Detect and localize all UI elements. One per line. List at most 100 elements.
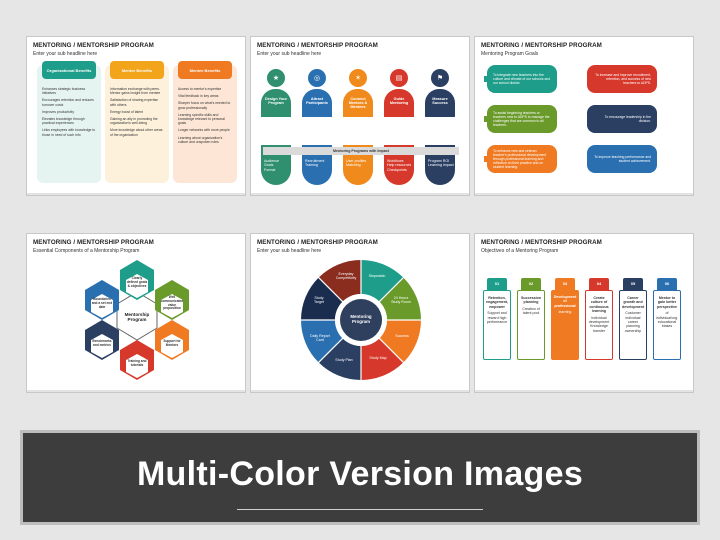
slide-footer-bar (475, 193, 693, 195)
objective-column: 01 Retention, engagement, empower Suppor… (483, 278, 511, 360)
ring-label: 24 Hours Study Room (391, 296, 411, 305)
slide-footer-bar (475, 390, 693, 392)
hexagon-center-label: Mentorship Program (124, 312, 150, 323)
slide-title: MENTORING / MENTORSHIP PROGRAM (257, 239, 378, 246)
objective-box: Create culture of continuous learning In… (585, 290, 613, 360)
slide-footer-bar (251, 390, 469, 392)
hexagon-label: Support for Mentors (163, 339, 181, 347)
slide-thumbnail-1[interactable]: MENTORING / MENTORSHIP PROGRAM Enter you… (26, 36, 246, 196)
slide-subtitle: Enter your sub headline here (33, 51, 98, 57)
list-item: Information exchange with peers. Mentor … (110, 87, 161, 96)
program-node: ⚑ Measure Success (425, 69, 455, 117)
list-item: Encourages retention and reduces turnove… (42, 98, 94, 107)
slide-thumbnail-6[interactable]: MENTORING / MENTORSHIP PROGRAM Objective… (474, 233, 694, 393)
slide-thumbnail-3[interactable]: MENTORING / MENTORSHIP PROGRAM Mentoring… (474, 36, 694, 196)
objective-box: Development of professional learning (551, 290, 579, 360)
slide-subtitle: Essential Components of a Mentorship Pro… (33, 248, 140, 254)
list-item: Satisfaction of sharing expertise with o… (110, 98, 159, 107)
ring-label: Everyday Competitivity (335, 272, 357, 281)
slide-thumbnail-2[interactable]: MENTORING / MENTORSHIP PROGRAM Enter you… (250, 36, 470, 196)
hexagon-label: Well communicated value proposition (160, 295, 184, 311)
node-label: Guide Mentoring (384, 89, 414, 117)
bullet-square (484, 76, 490, 82)
ring-diagram (301, 260, 421, 380)
benefit-list: Enhances strategic business initiatives … (42, 87, 96, 177)
hexagon-inner (91, 334, 113, 358)
slide-subtitle: Mentoring Program Goals (481, 51, 539, 57)
ring-label: Stopwatch (368, 274, 386, 278)
slide-subtitle: Objectives of a Mentoring Program (481, 248, 559, 254)
ring-label: Daily Report Card (310, 334, 330, 343)
hexagon-diagram (85, 260, 189, 380)
objective-number: 03 (555, 278, 575, 290)
objective-column: 06 Mentor to gain better perspective of … (653, 278, 681, 360)
bullet-square (484, 156, 490, 162)
goal-card: To increase and improve recruitment, ret… (587, 65, 657, 93)
list-item: Energy boost of talent (110, 109, 143, 114)
benefit-list: Access to mentor's expertise Vital feedb… (178, 87, 232, 177)
list-item: Sharper focus on what's needed to grow p… (178, 101, 231, 110)
hexagon-label: Clearly defined goals & objectives (126, 276, 148, 288)
objective-box: Retention, engagement, empower Support a… (483, 290, 511, 360)
list-item: Gaining an ally in promoting the organiz… (110, 117, 158, 126)
slide-title: MENTORING / MENTORSHIP PROGRAM (33, 239, 154, 246)
objective-column: 03 Development of professional learning (551, 278, 579, 360)
list-item: Elevates knowledge through practical exp… (42, 117, 85, 126)
slide-title: MENTORING / MENTORSHIP PROGRAM (257, 42, 378, 49)
objective-column: 02 Succession planning Creation of talen… (517, 278, 545, 360)
hexagon-label: Boundaries and a set end date (91, 297, 113, 309)
list-item: Access to mentor's expertise (178, 87, 222, 91)
goal-card: To enhance new and veteran teacher's pro… (487, 145, 557, 173)
objective-number: 01 (487, 278, 507, 290)
hexagon-inner (161, 294, 183, 318)
network-icon: ✶ (349, 69, 367, 87)
objective-number: 04 (589, 278, 609, 290)
list-item: Links employees with knowledge to those … (42, 128, 96, 137)
goal-card: To integrate new teachers into the cultu… (487, 65, 557, 93)
banner-title: Multi-Color Version Images (136, 455, 584, 493)
objective-number: 02 (521, 278, 541, 290)
hexagon-inner (91, 294, 113, 318)
hexagon-inner (126, 354, 148, 378)
ring-center (340, 299, 382, 341)
list-item: Longer networks with more people (178, 128, 230, 133)
program-node: ✶ Connect Mentors & Mentees (343, 69, 373, 117)
hexagon-inner (161, 334, 183, 358)
book-icon: ▤ (390, 69, 408, 87)
goal-card: To assist beginning teachers or teachers… (487, 105, 557, 133)
ring-label: Study Plan (335, 358, 353, 362)
objective-column: 05 Career growth and development Custome… (619, 278, 647, 360)
slide-footer-bar (27, 390, 245, 392)
bullet-square (484, 116, 490, 122)
flag-icon: ⚑ (431, 69, 449, 87)
node-label: Design Your Program (261, 89, 291, 117)
slide-thumbnail-4[interactable]: MENTORING / MENTORSHIP PROGRAM Essential… (26, 233, 246, 393)
objective-number: 06 (657, 278, 677, 290)
benefit-column: Mentee Benefits Access to mentor's exper… (173, 61, 237, 183)
objective-column: 04 Create culture of continuous learning… (585, 278, 613, 360)
version-banner: Multi-Color Version Images (20, 430, 700, 525)
slide-title: MENTORING / MENTORSHIP PROGRAM (481, 42, 602, 49)
benefit-column: Mentor Benefits Information exchange wit… (105, 61, 169, 183)
slide-footer-bar (27, 193, 245, 195)
target-icon: ◎ (308, 69, 326, 87)
objective-number: 05 (623, 278, 643, 290)
star-icon: ★ (267, 69, 285, 87)
slide-subtitle: Enter your sub headline here (257, 51, 322, 57)
slide-title: MENTORING / MENTORSHIP PROGRAM (481, 239, 602, 246)
impact-banner: Mentoring Programs with Impact (263, 147, 459, 155)
slide-footer-bar (251, 193, 469, 195)
ring-center-label: Mentoring Program (350, 314, 372, 324)
slide-thumbnail-5[interactable]: MENTORING / MENTORSHIP PROGRAM Enter you… (250, 233, 470, 393)
banner-divider (237, 509, 483, 510)
program-node: ★ Design Your Program (261, 69, 291, 117)
hexagon-label: Benchmarks and metrics (92, 339, 112, 347)
goal-card: To encourage leadership in the division. (587, 105, 657, 133)
hexagon-label: Training and tutorials (127, 359, 147, 367)
benefit-head: Mentee Benefits (178, 61, 232, 79)
benefit-head: Organizational Benefits (42, 61, 96, 79)
